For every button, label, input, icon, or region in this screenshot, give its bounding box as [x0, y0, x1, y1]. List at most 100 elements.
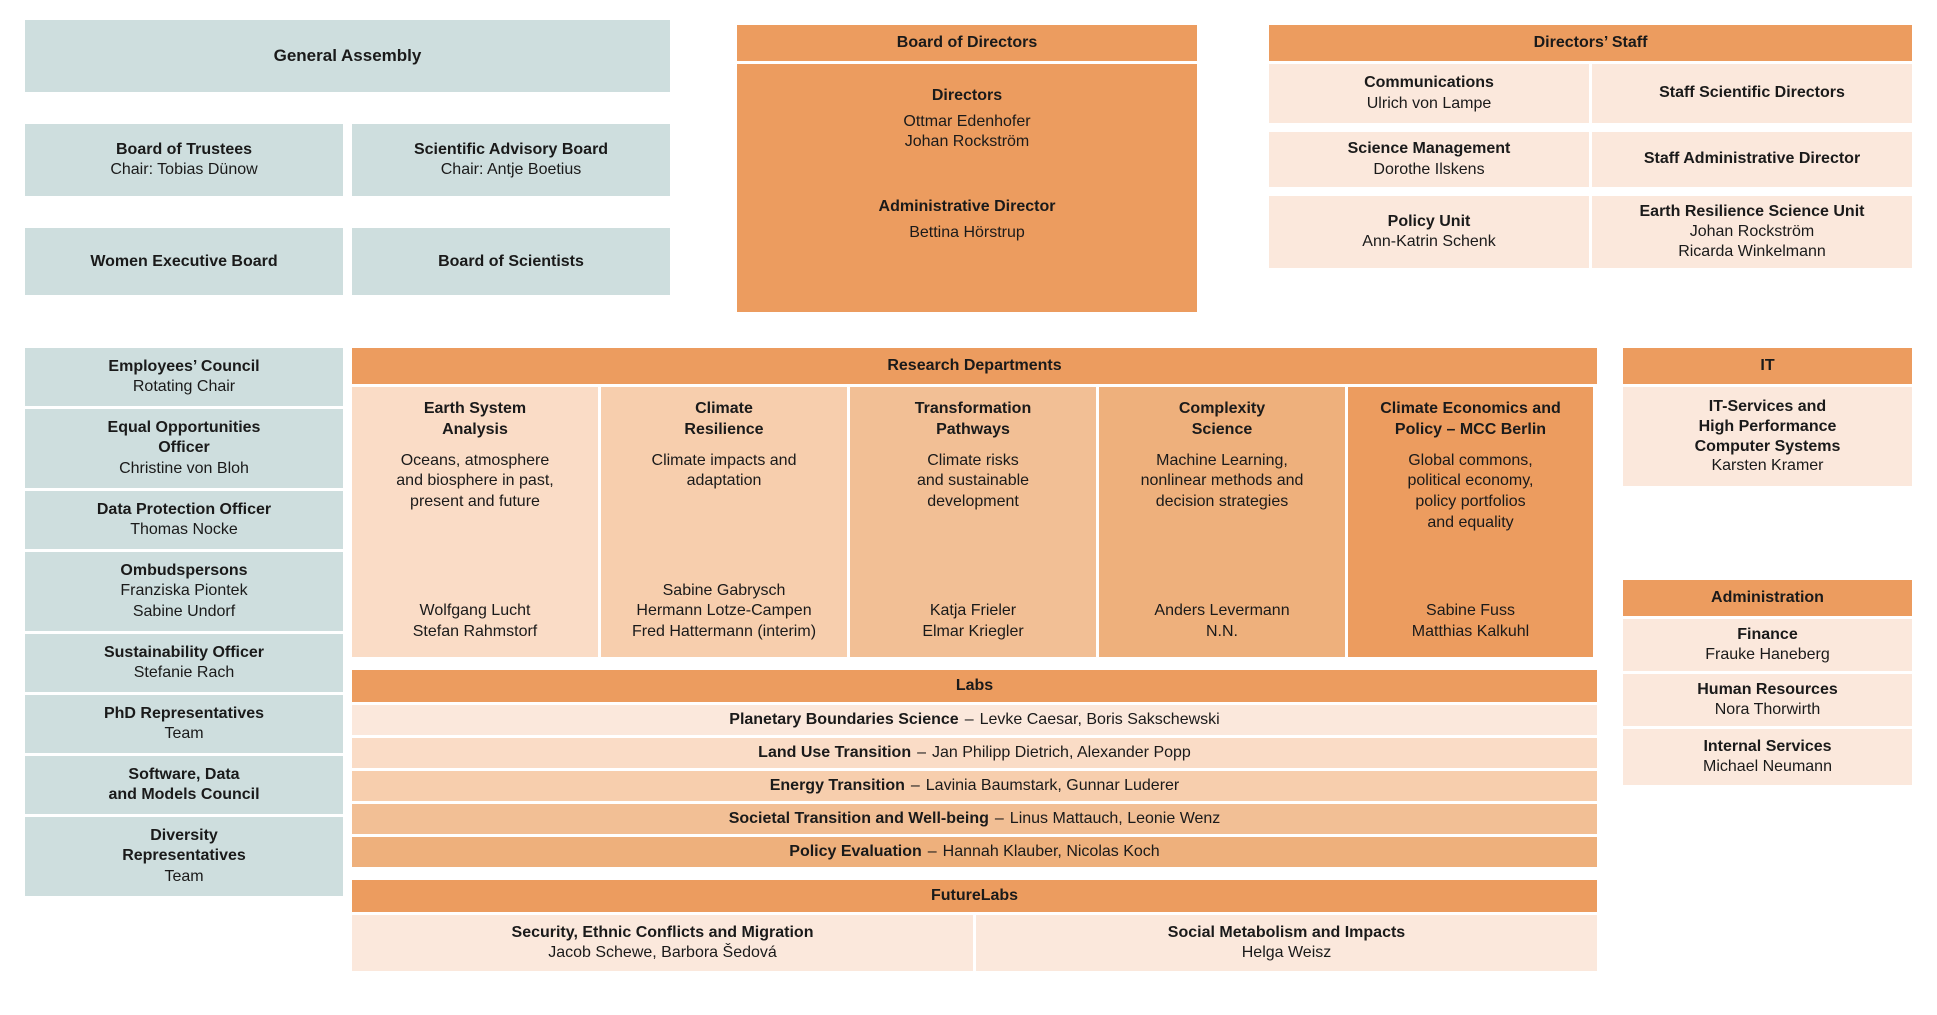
general-assembly-title: General Assembly [273, 46, 422, 66]
staff-cell-person: Ann-Katrin Schenk [1362, 233, 1496, 250]
staff-cell-title: Science Management [1347, 140, 1511, 158]
lab-row-policy-evaluation[interactable]: Policy Evaluation – Hannah Klauber, Nico… [352, 837, 1597, 867]
it-header[interactable]: IT [1623, 348, 1912, 384]
research-column-climate-resilience[interactable]: Climate Resilience Climate impacts and a… [601, 387, 847, 657]
sidebar-item-person: Franziska Piontek Sabine Undorf [120, 582, 248, 620]
sidebar-item-phd-representatives[interactable]: PhD Representatives Team [25, 695, 343, 753]
scientific-advisory-board-box[interactable]: Scientific Advisory Board Chair: Antje B… [352, 124, 670, 196]
sidebar: Employees’ Council Rotating Chair Equal … [25, 348, 343, 896]
research-column-desc: Machine Learning, nonlinear methods and … [1140, 451, 1304, 511]
lab-name: Land Use Transition [758, 744, 912, 761]
administration-item-finance[interactable]: Finance Frauke Haneberg [1623, 619, 1912, 671]
research-column-desc: Climate impacts and adaptation [651, 451, 797, 490]
staff-cell-communications[interactable]: Communications Ulrich von Lampe [1269, 64, 1589, 123]
staff-cell-title: Staff Scientific Directors [1659, 84, 1845, 102]
staff-cell-policy-unit[interactable]: Policy Unit Ann-Katrin Schenk [1269, 196, 1589, 268]
lab-people: Linus Mattauch, Leonie Wenz [1009, 810, 1221, 827]
futurelab-title: Social Metabolism and Impacts [1167, 923, 1406, 941]
lab-row-land-use-transition[interactable]: Land Use Transition – Jan Philipp Dietri… [352, 738, 1597, 768]
staff-cell-scientific-directors[interactable]: Staff Scientific Directors [1592, 64, 1912, 123]
research-column-title: Complexity Science [1178, 400, 1266, 438]
general-assembly-box[interactable]: General Assembly [25, 20, 670, 92]
scientific-advisory-board-chair: Chair: Antje Boetius [440, 161, 582, 178]
lab-name: Energy Transition [769, 777, 905, 794]
administration-item-person: Nora Thorwirth [1714, 701, 1821, 718]
staff-cell-science-management[interactable]: Science Management Dorothe Ilskens [1269, 132, 1589, 187]
sidebar-item-person: Stefanie Rach [133, 664, 235, 681]
futurelab-people: Jacob Schewe, Barbora Šedová [548, 944, 777, 961]
research-column-complexity-science[interactable]: Complexity Science Machine Learning, non… [1099, 387, 1345, 657]
research-departments-header-label: Research Departments [887, 357, 1062, 375]
women-executive-board-box[interactable]: Women Executive Board [25, 228, 343, 295]
sidebar-item-title: Employees’ Council [108, 357, 260, 375]
board-of-scientists-box[interactable]: Board of Scientists [352, 228, 670, 295]
directors-staff-header[interactable]: Directors’ Staff [1269, 25, 1912, 61]
lab-row-societal-transition-wellbeing[interactable]: Societal Transition and Well-being – Lin… [352, 804, 1597, 834]
lab-row-energy-transition[interactable]: Energy Transition – Lavinia Baumstark, G… [352, 771, 1597, 801]
futurelab-cell-social-metabolism-impacts[interactable]: Social Metabolism and Impacts Helga Weis… [976, 915, 1597, 971]
research-column-climate-economics-policy[interactable]: Climate Economics and Policy – MCC Berli… [1348, 387, 1593, 657]
research-departments-header[interactable]: Research Departments [352, 348, 1597, 384]
directors-staff-header-label: Directors’ Staff [1533, 34, 1648, 52]
staff-cell-title: Earth Resilience Science Unit [1639, 202, 1865, 220]
administration-item-human-resources[interactable]: Human Resources Nora Thorwirth [1623, 674, 1912, 726]
it-cell[interactable]: IT-Services and High Performance Compute… [1623, 387, 1912, 486]
futurelabs-header[interactable]: FutureLabs [352, 880, 1597, 912]
staff-cell-title: Communications [1364, 74, 1494, 92]
sidebar-item-equal-opportunities-officer[interactable]: Equal Opportunities Officer Christine vo… [25, 409, 343, 488]
lab-separator: – [994, 810, 1004, 827]
research-column-names: Sabine Fuss Matthias Kalkuhl [1411, 602, 1530, 641]
staff-cell-person: Dorothe Ilskens [1373, 160, 1485, 178]
sidebar-item-sustainability-officer[interactable]: Sustainability Officer Stefanie Rach [25, 634, 343, 692]
sidebar-item-employees-council[interactable]: Employees’ Council Rotating Chair [25, 348, 343, 406]
research-column-earth-system-analysis[interactable]: Earth System Analysis Oceans, atmosphere… [352, 387, 598, 657]
staff-cell-administrative-director[interactable]: Staff Administrative Director [1592, 132, 1912, 187]
directors-label: Directors [931, 87, 1003, 104]
administration-item-person: Frauke Haneberg [1705, 646, 1830, 663]
staff-cell-earth-resilience[interactable]: Earth Resilience Science Unit Johan Rock… [1592, 196, 1912, 268]
sidebar-item-software-data-models-council[interactable]: Software, Data and Models Council [25, 756, 343, 814]
futurelab-cell-security-ethnic-conflicts-migration[interactable]: Security, Ethnic Conflicts and Migration… [352, 915, 973, 971]
sidebar-item-diversity-representatives[interactable]: Diversity Representatives Team [25, 817, 343, 896]
labs-header-label: Labs [955, 677, 994, 695]
sidebar-item-person: Team [164, 867, 204, 885]
scientific-advisory-board-title: Scientific Advisory Board [413, 141, 609, 159]
director-name-1: Ottmar Edenhofer [903, 112, 1031, 130]
it-cell-person: Karsten Kramer [1711, 457, 1824, 475]
administration-item-person: Michael Neumann [1703, 758, 1832, 775]
board-of-directors-header[interactable]: Board of Directors [737, 25, 1197, 61]
sidebar-item-person: Christine von Bloh [119, 459, 249, 477]
sidebar-item-data-protection-officer[interactable]: Data Protection Officer Thomas Nocke [25, 491, 343, 549]
directors-staff-grid: Communications Ulrich von Lampe Staff Sc… [1269, 64, 1912, 268]
board-of-directors-header-label: Board of Directors [896, 34, 1038, 52]
research-column-desc: Climate risks and sustainable developmen… [916, 451, 1030, 511]
board-of-directors-body[interactable]: Directors Ottmar Edenhofer Johan Rockstr… [737, 64, 1197, 312]
lab-name: Societal Transition and Well-being [728, 810, 989, 827]
lab-row-planetary-boundaries-science[interactable]: Planetary Boundaries Science – Levke Cae… [352, 705, 1597, 735]
administration-item-title: Human Resources [1697, 680, 1838, 698]
administration-item-title: Finance [1737, 625, 1798, 643]
lab-name: Planetary Boundaries Science [729, 711, 959, 728]
administration-header[interactable]: Administration [1623, 580, 1912, 616]
sidebar-item-title: Ombudspersons [120, 562, 248, 580]
research-column-title: Transformation Pathways [914, 400, 1032, 438]
lab-separator: – [927, 843, 937, 860]
board-of-trustees-box[interactable]: Board of Trustees Chair: Tobias Dünow [25, 124, 343, 196]
sidebar-item-ombudspersons[interactable]: Ombudspersons Franziska Piontek Sabine U… [25, 552, 343, 631]
lab-separator: – [917, 744, 926, 761]
lab-people: Jan Philipp Dietrich, Alexander Popp [932, 744, 1191, 761]
lab-people: Hannah Klauber, Nicolas Koch [942, 843, 1160, 860]
lab-people: Lavinia Baumstark, Gunnar Luderer [925, 777, 1180, 794]
administration-header-label: Administration [1711, 589, 1824, 607]
sidebar-item-title: Equal Opportunities Officer [107, 419, 261, 457]
sidebar-item-title: Sustainability Officer [103, 643, 265, 661]
labs-header[interactable]: Labs [352, 670, 1597, 702]
labs-rows: Planetary Boundaries Science – Levke Cae… [352, 705, 1597, 867]
administration-item-internal-services[interactable]: Internal Services Michael Neumann [1623, 729, 1912, 785]
research-column-transformation-pathways[interactable]: Transformation Pathways Climate risks an… [850, 387, 1096, 657]
lab-name: Policy Evaluation [789, 843, 922, 860]
sidebar-item-title: PhD Representatives [103, 704, 265, 722]
administrative-director-label: Administrative Director [878, 198, 1056, 216]
research-column-desc: Global commons, political economy, polic… [1407, 451, 1534, 531]
administration-items: Finance Frauke Haneberg Human Resources … [1623, 619, 1912, 785]
